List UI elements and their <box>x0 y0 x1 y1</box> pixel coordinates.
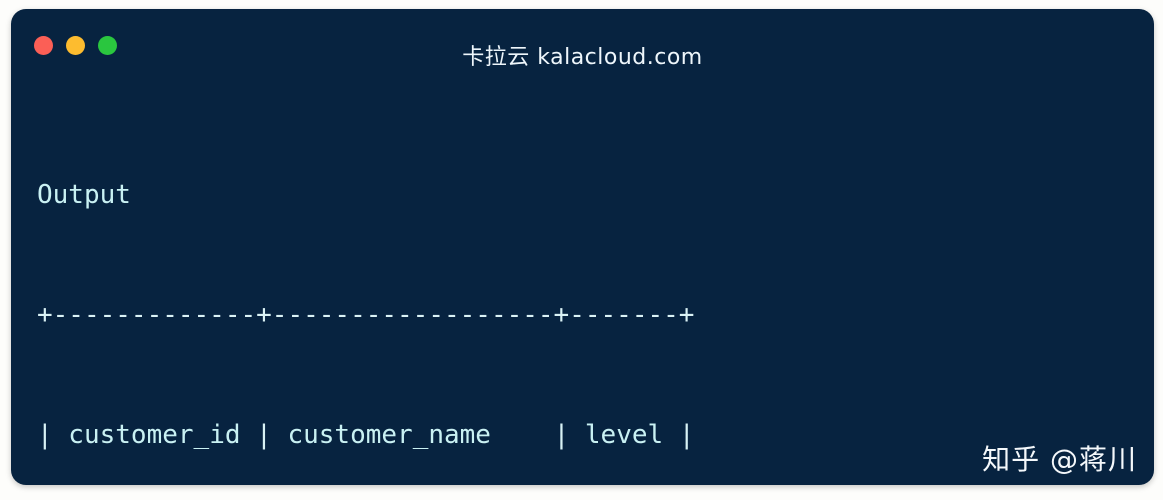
table-top-border: +-------------+------------------+------… <box>37 300 695 330</box>
table-cell-divider: | <box>553 420 570 450</box>
output-label: Output <box>37 180 131 210</box>
traffic-lights <box>34 36 117 55</box>
watermark: 知乎 @蒋川 <box>982 443 1137 476</box>
window-title: 卡拉云 kalacloud.com <box>462 45 703 70</box>
table-cell: customer_id <box>52 420 257 450</box>
close-button-icon[interactable] <box>34 36 53 55</box>
maximize-button-icon[interactable] <box>98 36 117 55</box>
table-cell-divider: | <box>678 420 695 450</box>
table-cell-divider: | <box>256 420 272 450</box>
table-cell-divider: | <box>37 420 53 450</box>
terminal-window: 卡拉云 kalacloud.com Output +-------------+… <box>11 9 1154 485</box>
table-header-row: | customer_id | customer_name | level | <box>37 415 1154 455</box>
title-bar: 卡拉云 kalacloud.com <box>11 9 1154 81</box>
table-cell: customer_name <box>271 420 554 450</box>
minimize-button-icon[interactable] <box>66 36 85 55</box>
table-cell: level <box>569 420 679 450</box>
terminal-output: Output +-------------+------------------… <box>37 95 1154 485</box>
